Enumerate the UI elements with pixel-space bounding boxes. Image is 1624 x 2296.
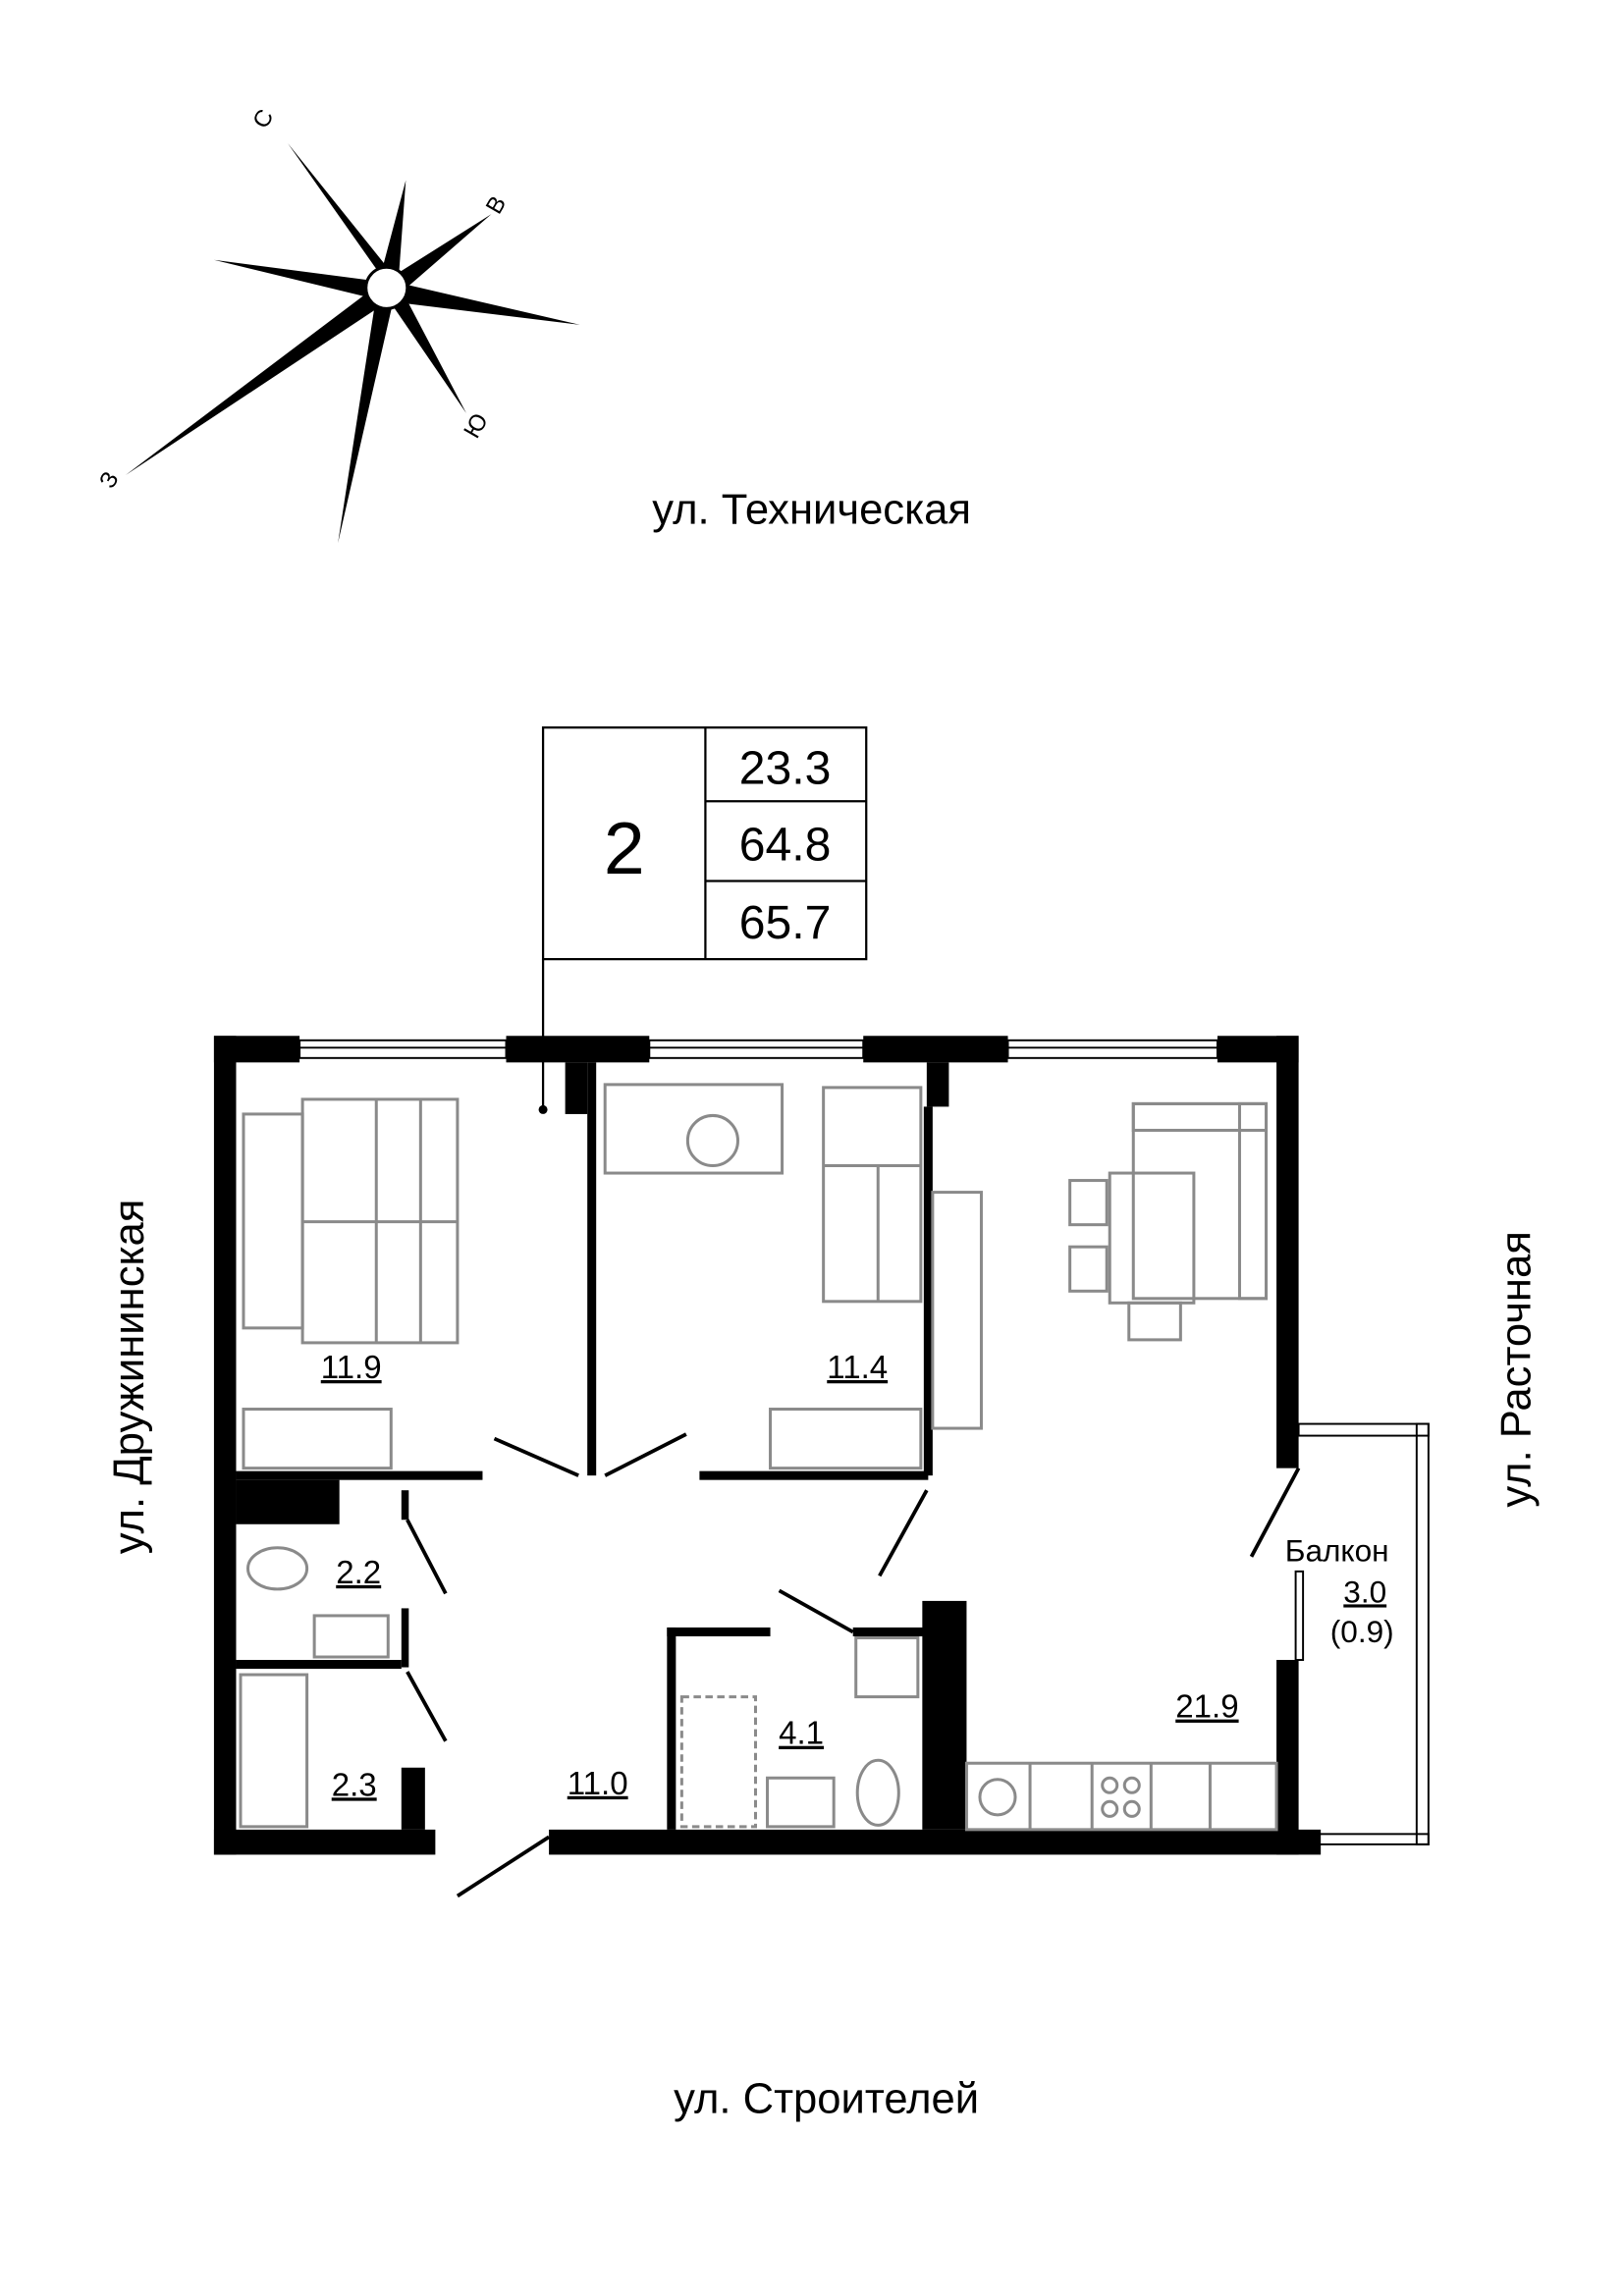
total-area-with-balcony: 65.7 bbox=[739, 896, 832, 949]
room-area-toilet: 2.2 bbox=[336, 1555, 381, 1591]
compass-rose-icon: С В Ю З bbox=[94, 105, 580, 544]
compass-south-label: Ю bbox=[459, 409, 494, 444]
balcony-label: Балкон bbox=[1285, 1532, 1389, 1568]
wardrobe-icon bbox=[769, 1408, 923, 1470]
chair-icon bbox=[685, 1113, 739, 1168]
doors bbox=[406, 1432, 1301, 1898]
furniture bbox=[239, 1083, 1278, 1832]
walls bbox=[213, 1036, 1322, 1855]
street-right: ул. Расточная bbox=[1493, 1231, 1541, 1507]
bed-icon bbox=[242, 1097, 460, 1345]
toilet-icon bbox=[855, 1758, 900, 1827]
compass-east-label: В bbox=[481, 191, 512, 218]
room-area-bathroom: 4.1 bbox=[779, 1716, 824, 1752]
room-area-bedroom1: 11.9 bbox=[321, 1350, 382, 1386]
compass-north-label: С bbox=[247, 105, 279, 133]
balcony-area: 3.0 bbox=[1343, 1574, 1386, 1609]
balcony-reduced-area: (0.9) bbox=[1330, 1614, 1394, 1649]
room-area-bedroom2: 11.4 bbox=[827, 1350, 888, 1386]
street-top: ул. Техническая bbox=[652, 487, 971, 534]
toilet-icon bbox=[245, 1546, 309, 1591]
bed-icon bbox=[822, 1086, 923, 1304]
total-area: 64.8 bbox=[739, 818, 832, 871]
compass-west-label: З bbox=[94, 467, 125, 493]
street-bottom: ул. Строителей bbox=[674, 2075, 979, 2122]
bathtub-icon bbox=[679, 1695, 758, 1829]
room-count: 2 bbox=[604, 807, 645, 889]
desk-icon bbox=[603, 1083, 785, 1175]
kitchen-counter-icon bbox=[964, 1761, 1278, 1832]
dining-table-icon bbox=[1108, 1171, 1196, 1305]
wardrobe-icon bbox=[242, 1408, 393, 1470]
sofa-icon bbox=[1131, 1101, 1269, 1301]
sink-icon bbox=[312, 1614, 390, 1659]
apartment-info-box: 2 23.3 64.8 65.7 bbox=[538, 726, 868, 1114]
windows bbox=[298, 1039, 1218, 1059]
room-area-kitchen-living: 21.9 bbox=[1175, 1689, 1238, 1726]
shelves-icon bbox=[239, 1673, 309, 1829]
washing-machine-icon bbox=[854, 1635, 920, 1699]
room-area-storage: 2.3 bbox=[332, 1767, 377, 1803]
room-area-hall: 11.0 bbox=[568, 1766, 628, 1802]
balcony bbox=[1294, 1422, 1430, 1845]
tv-stand-icon bbox=[931, 1191, 983, 1430]
living-area: 23.3 bbox=[739, 741, 832, 794]
room-labels: 11.9 11.4 2.2 2.3 11.0 4.1 21.9 Балкон 3… bbox=[321, 1350, 1394, 1803]
street-left: ул. Дружининская bbox=[106, 1200, 153, 1555]
sink-icon bbox=[766, 1776, 836, 1829]
